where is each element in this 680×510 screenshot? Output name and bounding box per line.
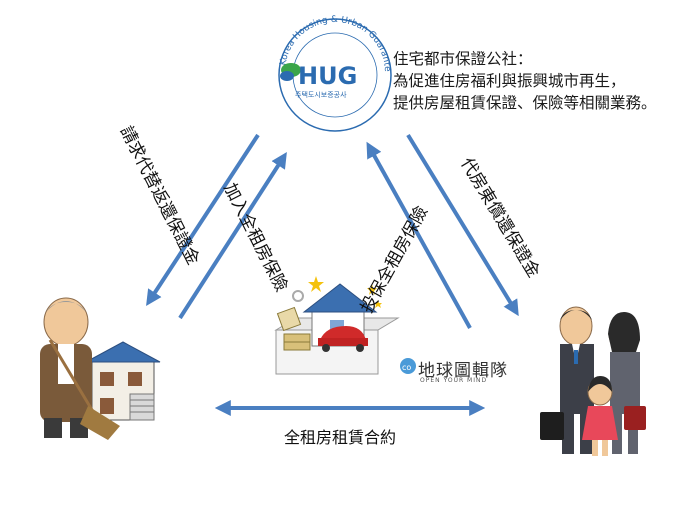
tenant-family-illustration bbox=[540, 306, 646, 456]
description-line-2: 為促進住房福利與振興城市再生， bbox=[393, 72, 626, 90]
sparkle-icon bbox=[308, 276, 324, 292]
brand-logo-icon: co bbox=[400, 358, 416, 374]
brand-name: 地球圖輯隊 bbox=[418, 361, 508, 381]
arrow-tenant-refund bbox=[406, 133, 519, 317]
insurance-house-illustration bbox=[274, 276, 400, 375]
arrow-tenant-join bbox=[366, 141, 472, 329]
description-line-3: 提供房屋租賃保證、保險等相關業務。 bbox=[393, 94, 657, 112]
landlord-illustration bbox=[40, 297, 161, 440]
lease-contract-label: 全租房租賃合約 bbox=[283, 428, 396, 447]
sparkle-icon bbox=[374, 300, 382, 308]
sparkle-icon bbox=[367, 284, 377, 295]
arrow-landlord-join bbox=[178, 151, 287, 320]
brand-tagline: OPEN YOUR MIND bbox=[420, 377, 488, 384]
hug-logo-text: HUG bbox=[298, 62, 358, 90]
svg-text:co: co bbox=[402, 363, 411, 372]
description-line-1: 住宅都市保證公社： bbox=[393, 50, 533, 68]
hug-korean-text: 주택도시보증공사 bbox=[295, 91, 347, 99]
hug-description: 住宅都市保證公社： 為促進住房福利與振興城市再生， 提供房屋租賃保證、保險等相關… bbox=[393, 48, 657, 114]
arrow-landlord-claim bbox=[146, 133, 260, 307]
